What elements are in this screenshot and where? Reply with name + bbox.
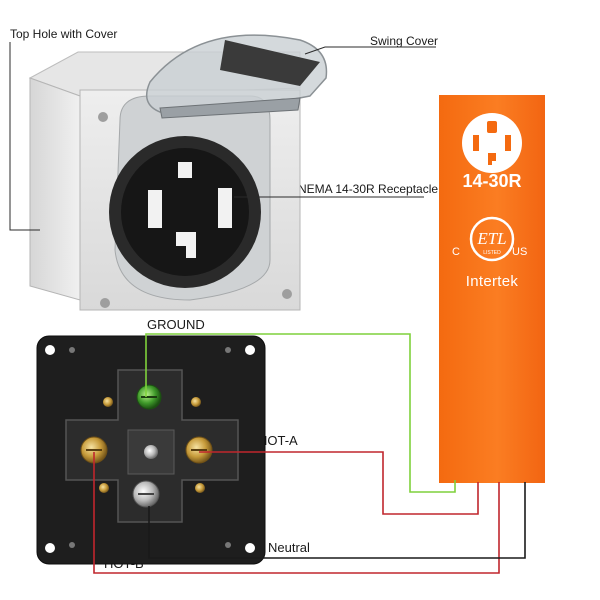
swing-cover-label: Swing Cover [370,34,439,48]
receptacle-label: NEMA 14-30R Receptacle [298,182,439,196]
receptacle-face [121,148,249,276]
top-hole-leader [9,42,40,231]
etl-listed-mark-icon: ETL LISTED [469,216,515,262]
hot-a-label: HOT-A [258,433,298,448]
receptacle-back [36,335,266,565]
swing-cover-hinge [159,97,301,119]
outlet-ground-slot-icon [487,121,497,133]
outlet-left-slot-icon [473,135,479,151]
plate-hole-tr [245,345,255,355]
receptacle-slot-ground [178,162,192,178]
hot-b-wire [93,452,500,574]
plate-stud-3 [69,542,75,548]
hot-a-wire [199,451,479,515]
box-mount-hole-tl [98,112,108,122]
box-mount-hole-br [282,289,292,299]
rating-text: 14-30R [462,171,522,191]
housing-screw-4 [195,483,205,493]
housing-screw-2 [191,397,201,407]
box-mount-hole-bl [100,298,110,308]
outlet-right-slot-icon [505,135,511,151]
plate-stud-2 [225,347,231,353]
neutral-wire [148,482,526,559]
housing-screw-3 [99,483,109,493]
outlet-box [28,34,328,311]
receptacle-slot-neutral [176,232,196,258]
plate-hole-bl [45,543,55,553]
c-mark-text: C [452,246,460,258]
neutral-label: Neutral [268,540,310,555]
plate-hole-tl [45,345,55,355]
plate-stud-1 [69,347,75,353]
receptacle-slot-right [218,188,232,228]
swing-cover-leader [304,46,436,55]
intertek-text: Intertek [465,273,519,290]
nema-outlet-icon [462,113,522,173]
top-hole-label: Top Hole with Cover [10,27,118,41]
ground-wire [145,333,456,493]
housing-center-rivet [144,445,158,459]
swing-cover-latch [220,40,320,86]
etl-mark-text: ETL [476,229,506,248]
plate-stud-4 [225,542,231,548]
product-card: 14-30R ETL LISTED Intertek [439,95,545,483]
receptacle-slot-left [148,190,162,228]
ground-label: GROUND [147,317,205,332]
plate-hole-br [245,543,255,553]
outlet-neutral-slot-icon [488,153,496,165]
box-side-face [29,77,81,301]
etl-listed-text: LISTED [483,250,501,256]
us-mark-text: US [512,246,528,258]
housing-screw-1 [103,397,113,407]
